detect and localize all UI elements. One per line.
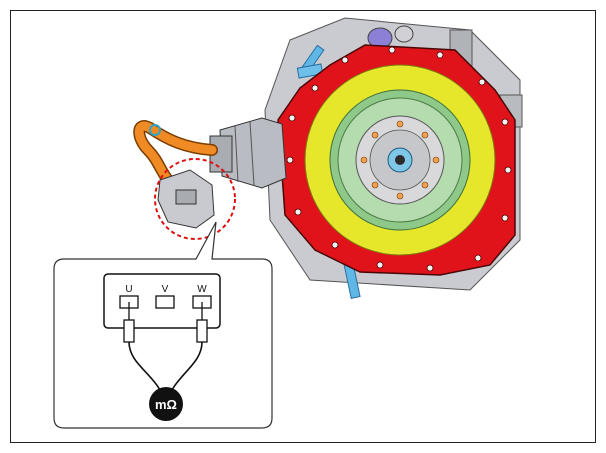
figure-frame	[10, 10, 596, 443]
inspection-circle	[154, 158, 236, 240]
meter-lead-u	[128, 341, 161, 391]
meter-lead-w	[171, 341, 203, 391]
terminal-w-label: W	[197, 284, 207, 295]
power-cable	[133, 120, 218, 186]
meter-label: mΩ	[155, 397, 177, 412]
terminal-v-pin	[155, 295, 175, 309]
terminal-detail-callout: U V W mΩ	[53, 221, 273, 429]
terminal-u-label: U	[125, 284, 132, 295]
terminal-v-label: V	[162, 284, 169, 295]
ohmmeter-icon: mΩ	[149, 387, 183, 421]
cable-connector	[209, 117, 287, 189]
rotor-hub	[337, 97, 463, 223]
cable-plug	[157, 169, 215, 229]
